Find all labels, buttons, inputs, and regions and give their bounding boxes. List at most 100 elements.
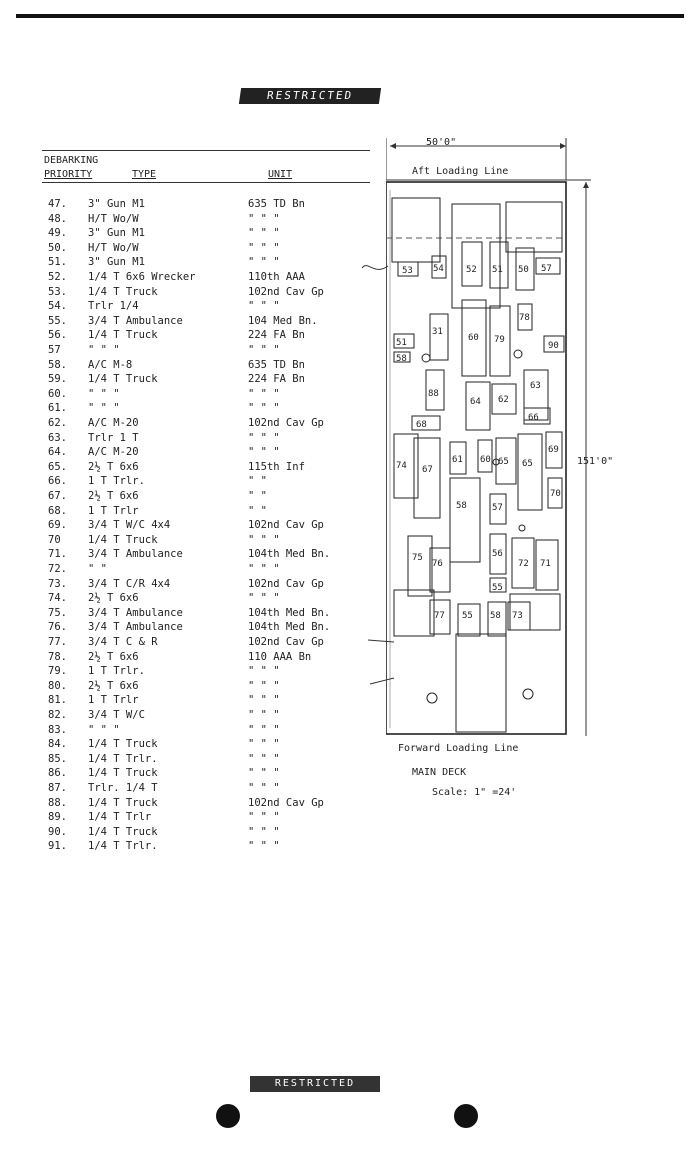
svg-text:60: 60 <box>480 455 491 465</box>
row-priority: 76. <box>48 621 67 634</box>
row-unit: " " " <box>248 825 280 838</box>
svg-text:72: 72 <box>518 559 529 569</box>
svg-text:69: 69 <box>548 445 559 455</box>
row-unit: " " <box>248 475 267 488</box>
table-row: 84.1/4 T Truck" " " <box>0 737 370 752</box>
svg-text:74: 74 <box>396 461 407 471</box>
row-priority: 91. <box>48 840 67 853</box>
row-priority: 48. <box>48 212 67 225</box>
row-priority: 62. <box>48 417 67 429</box>
svg-text:63: 63 <box>530 381 541 391</box>
svg-text:55: 55 <box>462 611 473 621</box>
row-priority: 77. <box>48 636 67 648</box>
svg-text:70: 70 <box>550 489 561 499</box>
row-priority: 73. <box>48 577 67 590</box>
row-unit: " " <box>248 504 267 517</box>
svg-text:71: 71 <box>540 559 551 569</box>
svg-text:54: 54 <box>433 264 444 274</box>
row-unit: " " " <box>248 840 280 853</box>
table-row: 68.1 T Trlr" " <box>0 504 370 519</box>
table-row: 89.1/4 T Trlr" " " <box>0 810 370 825</box>
row-priority: 52. <box>48 271 67 283</box>
row-type: 3" Gun M1 <box>88 256 145 269</box>
row-unit: 110th AAA <box>248 271 305 283</box>
row-priority: 65. <box>48 460 67 473</box>
main-deck-label: MAIN DECK <box>412 767 467 778</box>
table-row: 81.1 T Trlr" " " <box>0 693 370 708</box>
row-type: 1 T Trlr. <box>88 475 145 488</box>
svg-text:75: 75 <box>412 553 423 563</box>
row-unit: " " " <box>248 431 280 444</box>
row-unit: " " " <box>248 592 280 605</box>
row-unit: " " " <box>248 723 280 736</box>
row-type: 1/4 T Truck <box>88 738 158 751</box>
row-type: " " <box>88 563 107 575</box>
row-unit: " " " <box>248 533 280 546</box>
row-unit: " " " <box>248 694 280 707</box>
svg-text:61: 61 <box>452 455 463 465</box>
svg-text:67: 67 <box>422 465 433 475</box>
row-priority: 78. <box>48 650 67 663</box>
table-row: 48.H/T Wo/W" " " <box>0 212 370 227</box>
row-unit: " " <box>248 490 267 502</box>
row-priority: 80. <box>48 679 67 692</box>
row-priority: 74. <box>48 592 67 605</box>
svg-text:77: 77 <box>434 611 445 621</box>
row-priority: 64. <box>48 446 67 459</box>
row-unit: 635 TD Bn <box>248 198 305 210</box>
table-row: 72. " " " " " <box>0 562 370 577</box>
row-unit: " " " <box>248 563 280 575</box>
row-priority: 70 <box>48 533 61 546</box>
header-priority: PRIORITY <box>44 169 93 180</box>
svg-text:51: 51 <box>492 265 503 275</box>
table-row: 86.1/4 T Truck" " " <box>0 766 370 781</box>
row-type: 2½ T 6x6 <box>88 490 139 502</box>
row-type: " " " <box>88 344 120 356</box>
row-unit: " " " <box>248 811 280 824</box>
header-unit: UNIT <box>268 169 293 180</box>
row-unit: 102nd Cav Gp <box>248 285 324 298</box>
svg-text:58: 58 <box>456 501 467 511</box>
row-unit: 224 FA Bn <box>248 373 305 386</box>
row-priority: 61. <box>48 402 67 415</box>
row-type: 1 T Trlr <box>88 504 139 517</box>
svg-text:55: 55 <box>492 583 503 593</box>
row-type: A/C M-8 <box>88 358 133 371</box>
row-priority: 49. <box>48 227 67 240</box>
svg-text:88: 88 <box>428 389 439 399</box>
row-unit: 102nd Cav Gp <box>248 519 324 532</box>
svg-text:53: 53 <box>402 266 413 276</box>
row-unit: 102nd Cav Gp <box>248 417 324 429</box>
row-type: 3/4 T Ambulance <box>88 621 183 634</box>
header-bottom-rule <box>42 182 370 183</box>
row-priority: 72. <box>48 563 67 575</box>
row-type: 3/4 T C/R 4x4 <box>88 577 171 590</box>
row-type: 1/4 T 6x6 Wrecker <box>88 271 196 283</box>
svg-text:31: 31 <box>432 327 443 337</box>
svg-text:60: 60 <box>468 333 479 343</box>
row-type: 3/4 T W/C <box>88 709 145 721</box>
pointer-line-mark <box>367 639 395 685</box>
row-priority: 83. <box>48 723 67 736</box>
row-unit: " " " <box>248 344 280 356</box>
table-row: 67.2½ T 6x6" " <box>0 489 370 504</box>
row-type: 3/4 T Ambulance <box>88 314 183 327</box>
binder-hole-right <box>454 1104 478 1128</box>
svg-text:76: 76 <box>432 559 443 569</box>
classification-stamp-top: RESTRICTED <box>238 88 382 104</box>
row-type: 3" Gun M1 <box>88 227 145 240</box>
table-row: 49.3" Gun M1" " " <box>0 226 370 241</box>
table-row: 91.1/4 T Trlr." " " <box>0 839 370 854</box>
svg-text:90: 90 <box>548 341 559 351</box>
svg-text:64: 64 <box>470 397 481 407</box>
row-unit: " " " <box>248 241 280 254</box>
classification-stamp-bottom: RESTRICTED <box>250 1076 380 1092</box>
